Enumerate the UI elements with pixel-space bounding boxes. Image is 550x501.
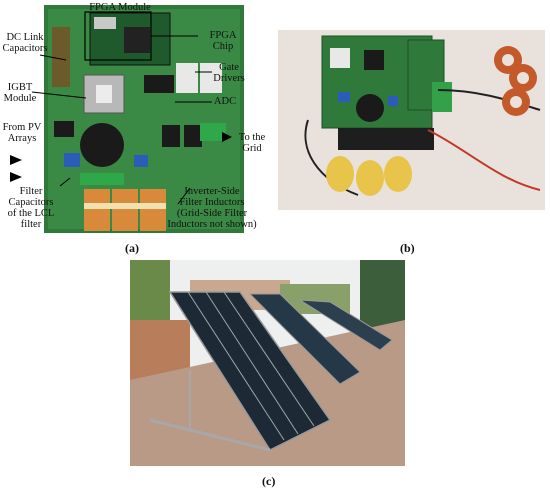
panel-b-photo	[278, 30, 545, 210]
label-dc-link: DC Link Capacitors	[2, 32, 48, 54]
label-inverter-inductors: Inverter-Side Filter Inductors (Grid-Sid…	[167, 186, 257, 230]
caption-a: (a)	[125, 241, 139, 255]
label-to-grid: To the Grid	[238, 132, 266, 154]
label-fpga-module: FPGA Module	[89, 2, 151, 13]
caption-c: (c)	[262, 474, 276, 488]
panel-a-photo	[44, 5, 244, 233]
label-filter-caps: Filter Capacitors of the LCL filter	[7, 186, 55, 230]
caption-b: (b)	[400, 241, 415, 255]
label-from-pv: From PV Arrays	[2, 122, 42, 144]
label-fpga-chip: FPGA Chip	[209, 30, 237, 52]
label-adc: ADC	[213, 96, 237, 107]
label-igbt: IGBT Module	[3, 82, 37, 104]
panel-c-photo	[130, 260, 405, 466]
label-gate-drivers: Gate Drivers	[213, 62, 245, 84]
panel-a-annotations	[10, 11, 232, 205]
